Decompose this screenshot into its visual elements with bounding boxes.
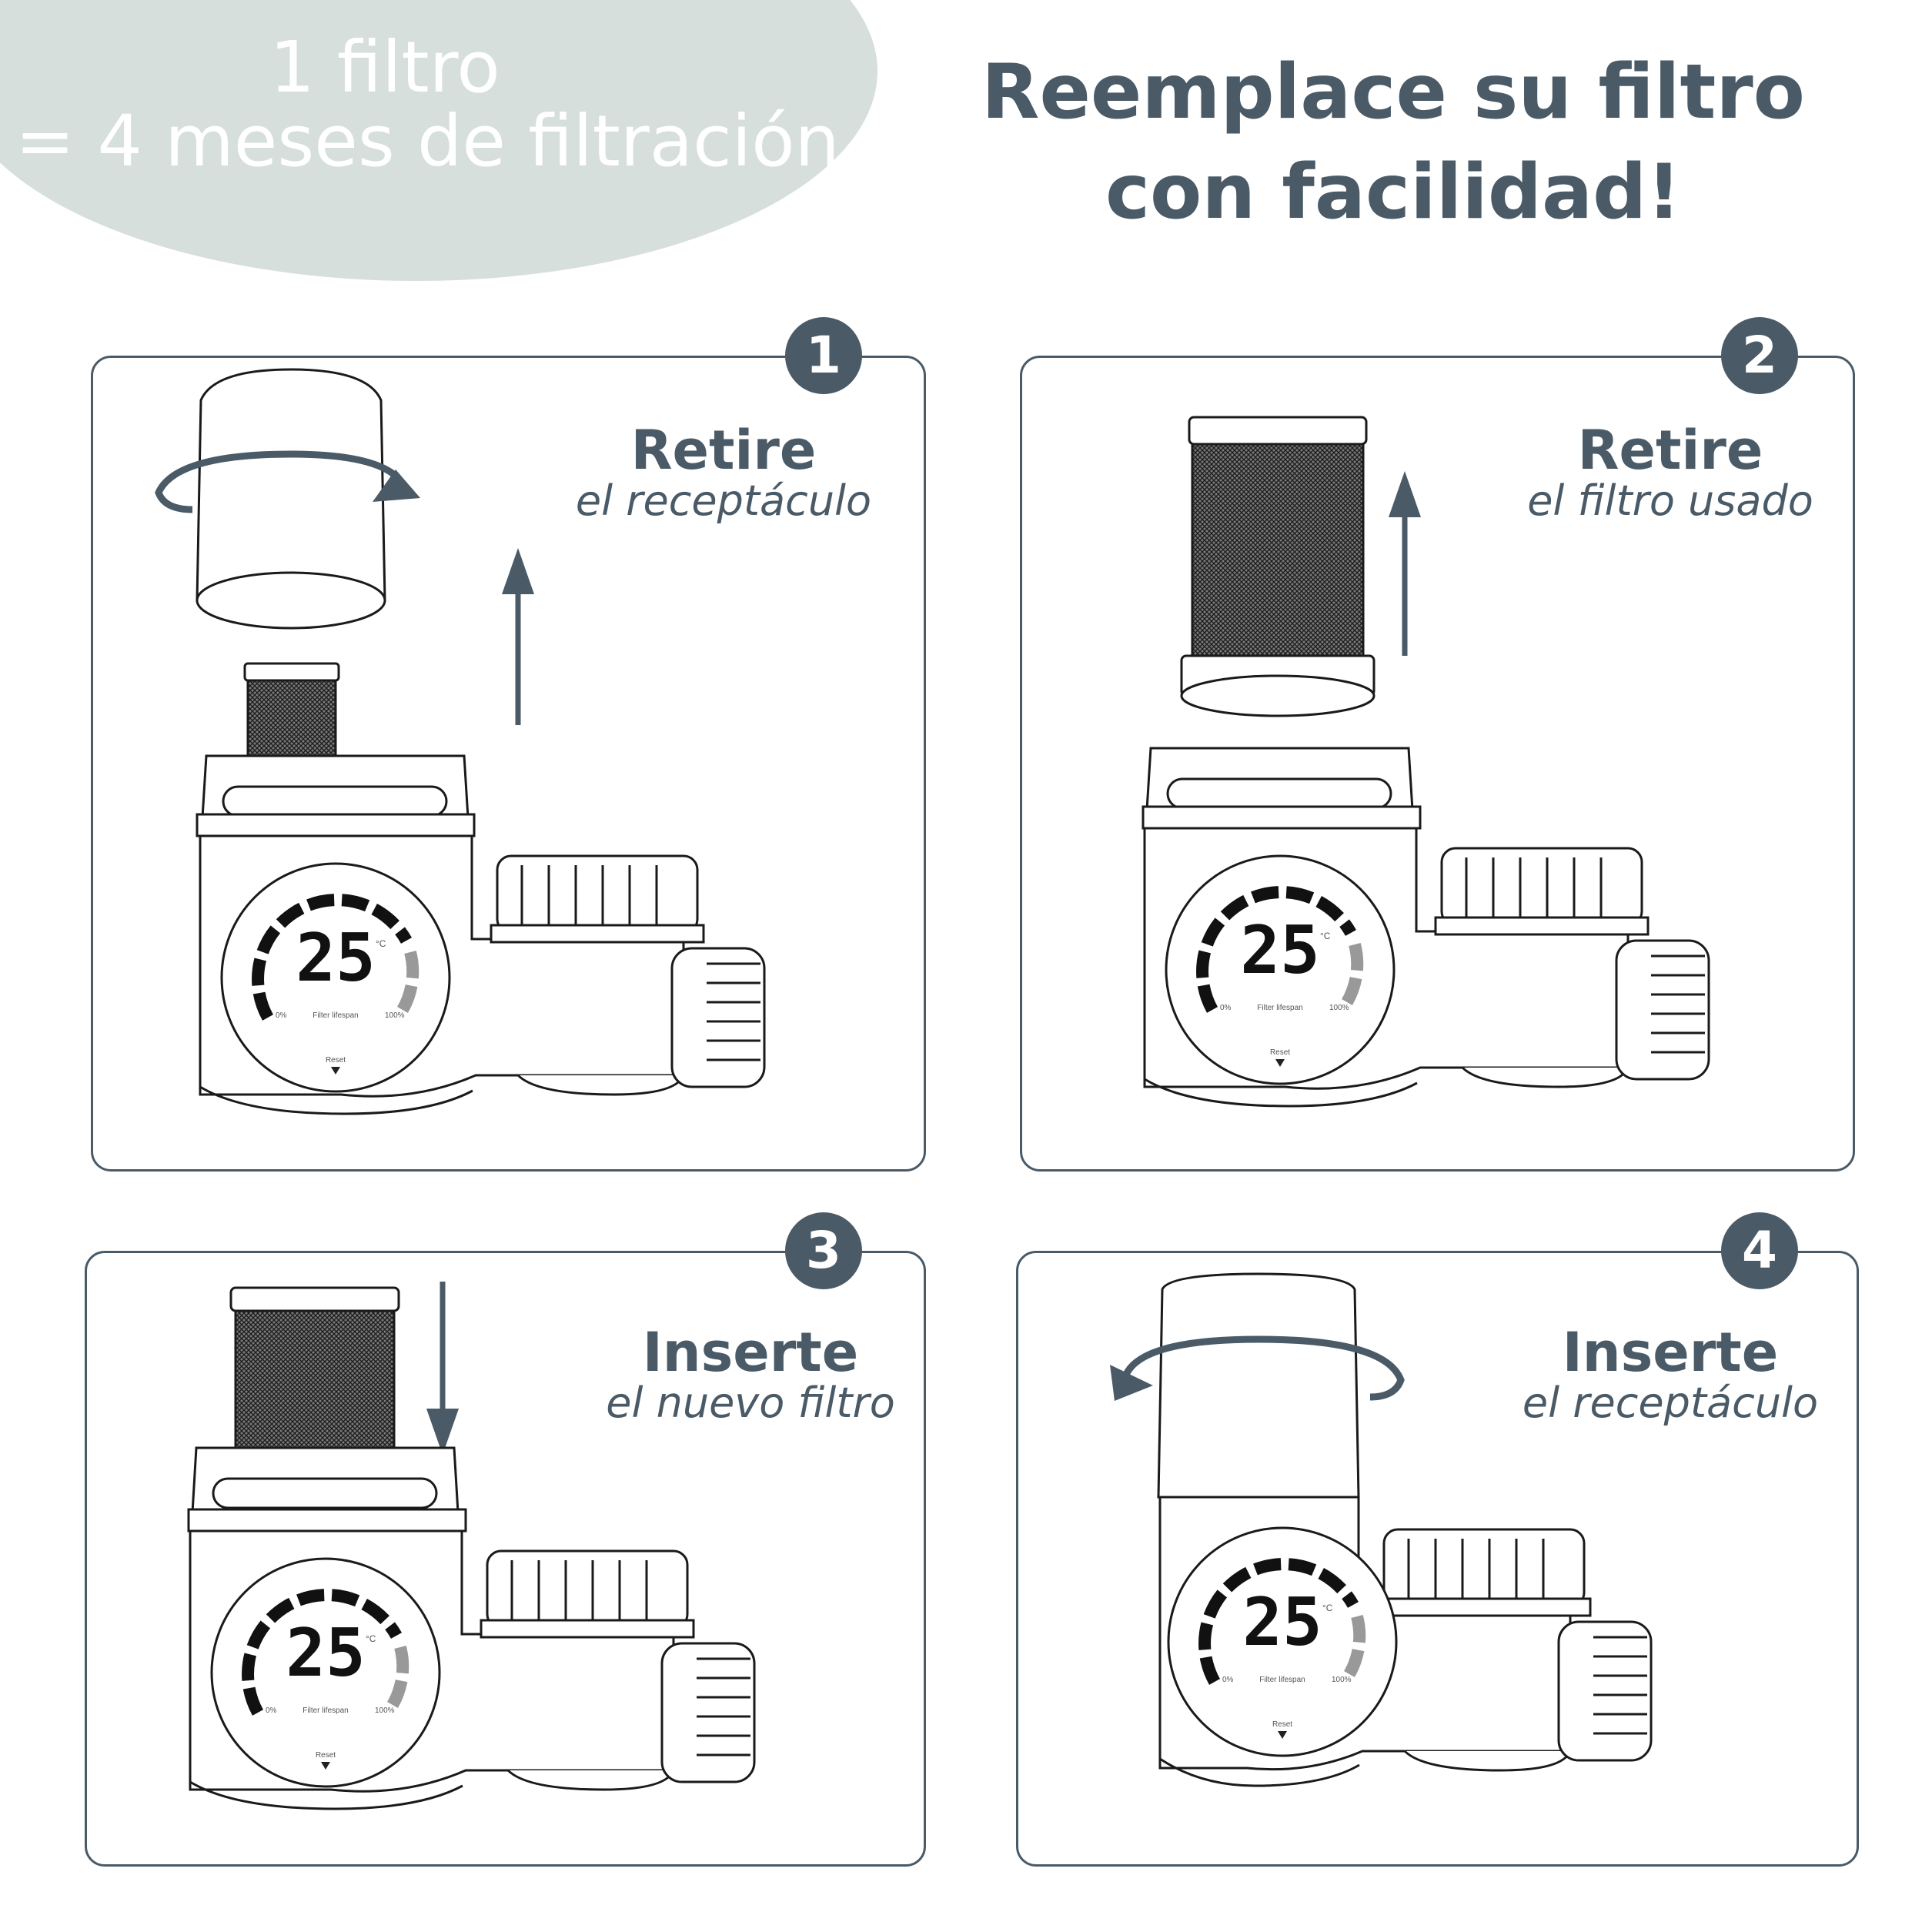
valve-cap-side <box>1557 1620 1653 1762</box>
step-3-verb: Inserte <box>642 1321 859 1384</box>
banner-line-1: 1 filtro <box>269 26 500 109</box>
scale-max-label: 100% <box>385 1011 405 1020</box>
temperature-readout: 25 <box>1240 912 1320 989</box>
temperature-unit: °C <box>366 1633 376 1644</box>
banner-text: 1 filtro = 4 meses de filtración <box>15 26 840 182</box>
filter-cartridge <box>243 662 340 759</box>
step-1-illustration: 25 °C 0% Filter lifespan 100% Reset <box>155 368 766 1115</box>
receptacle-lid <box>196 368 386 630</box>
valve-cap-top <box>1434 847 1650 936</box>
step-4-badge: 4 <box>1721 1212 1798 1289</box>
valve-cap-side <box>1615 939 1710 1081</box>
lcd-display: 25 °C 0% Filter lifespan 100% Reset <box>220 862 451 1093</box>
scale-min-label: 0% <box>266 1706 277 1715</box>
scale-max-label: 100% <box>375 1706 395 1715</box>
step-2-illustration: 25 °C 0% Filter lifespan 100% Reset <box>1141 416 1710 1108</box>
step-4-object: el receptáculo <box>1522 1379 1819 1427</box>
step-4-caption: Inserte el receptáculo <box>1470 1325 1870 1427</box>
valve-cap-top <box>1376 1528 1592 1617</box>
up-arrow-icon <box>1389 471 1421 656</box>
scale-min-label: 0% <box>276 1011 287 1020</box>
rotation-arrow-icon <box>155 450 420 513</box>
scale-min-label: 0% <box>1220 1004 1232 1012</box>
reset-triangle-icon <box>321 1762 330 1770</box>
step-1-caption: Retire el receptáculo <box>523 423 924 525</box>
step-3-badge: 3 <box>785 1212 862 1289</box>
step-1-object: el receptáculo <box>575 476 872 525</box>
scale-max-label: 100% <box>1329 1004 1349 1012</box>
step-4-verb: Inserte <box>1562 1321 1779 1384</box>
banner-line-2: = 4 meses de filtración <box>15 100 840 182</box>
reset-triangle-icon <box>331 1067 340 1075</box>
reset-label: Reset <box>1270 1048 1290 1057</box>
valve-cap-top <box>490 854 705 944</box>
step-2-verb: Retire <box>1577 419 1763 482</box>
temperature-readout: 25 <box>1242 1584 1322 1661</box>
temperature-readout: 25 <box>286 1615 366 1692</box>
reset-label: Reset <box>316 1751 336 1760</box>
new-filter-cartridge <box>229 1286 400 1451</box>
step-3-illustration: 25 °C 0% Filter lifespan 100% Reset <box>187 1282 756 1810</box>
temperature-unit: °C <box>376 938 386 949</box>
rotation-arrow-icon <box>1110 1335 1405 1401</box>
scale-min-label: 0% <box>1222 1676 1234 1684</box>
valve-cap-top <box>480 1549 695 1639</box>
reset-label: Reset <box>326 1056 346 1065</box>
temperature-unit: °C <box>1320 931 1331 941</box>
page-title: Reemplace su filtro con facilidad! <box>947 42 1840 242</box>
step-2-object: el filtro usado <box>1527 476 1813 525</box>
scale-label: Filter lifespan <box>1259 1676 1305 1684</box>
temperature-readout: 25 <box>296 920 376 997</box>
temperature-unit: °C <box>1322 1603 1333 1613</box>
scale-max-label: 100% <box>1332 1676 1352 1684</box>
lcd-display: 25 °C 0% Filter lifespan 100% Reset <box>1165 854 1396 1085</box>
scale-label: Filter lifespan <box>313 1011 358 1020</box>
valve-cap-side <box>660 1642 756 1783</box>
reset-triangle-icon <box>1275 1059 1285 1067</box>
step-2-caption: Retire el filtro usado <box>1470 423 1870 525</box>
up-arrow-icon <box>502 548 534 725</box>
step-1-badge: 1 <box>785 317 862 394</box>
step-2-badge: 2 <box>1721 317 1798 394</box>
page-title-line-1: Reemplace su filtro <box>981 48 1805 136</box>
valve-cap-side <box>670 947 766 1088</box>
step-4-illustration: 25 °C 0% Filter lifespan 100% Reset <box>1110 1272 1653 1787</box>
receptacle-attached <box>1157 1272 1360 1499</box>
reset-label: Reset <box>1272 1720 1292 1729</box>
step-3-object: el nuevo filtro <box>606 1379 895 1427</box>
scale-label: Filter lifespan <box>303 1706 348 1715</box>
page-title-line-2: con facilidad! <box>1105 149 1682 236</box>
step-3-caption: Inserte el nuevo filtro <box>550 1325 951 1427</box>
step-1-verb: Retire <box>630 419 817 482</box>
lcd-display: 25 °C 0% Filter lifespan 100% Reset <box>210 1557 441 1788</box>
lcd-display: 25 °C 0% Filter lifespan 100% Reset <box>1167 1526 1398 1757</box>
scale-label: Filter lifespan <box>1257 1004 1302 1012</box>
used-filter-cartridge <box>1180 416 1375 717</box>
down-arrow-icon <box>426 1282 459 1455</box>
reset-triangle-icon <box>1278 1731 1287 1739</box>
